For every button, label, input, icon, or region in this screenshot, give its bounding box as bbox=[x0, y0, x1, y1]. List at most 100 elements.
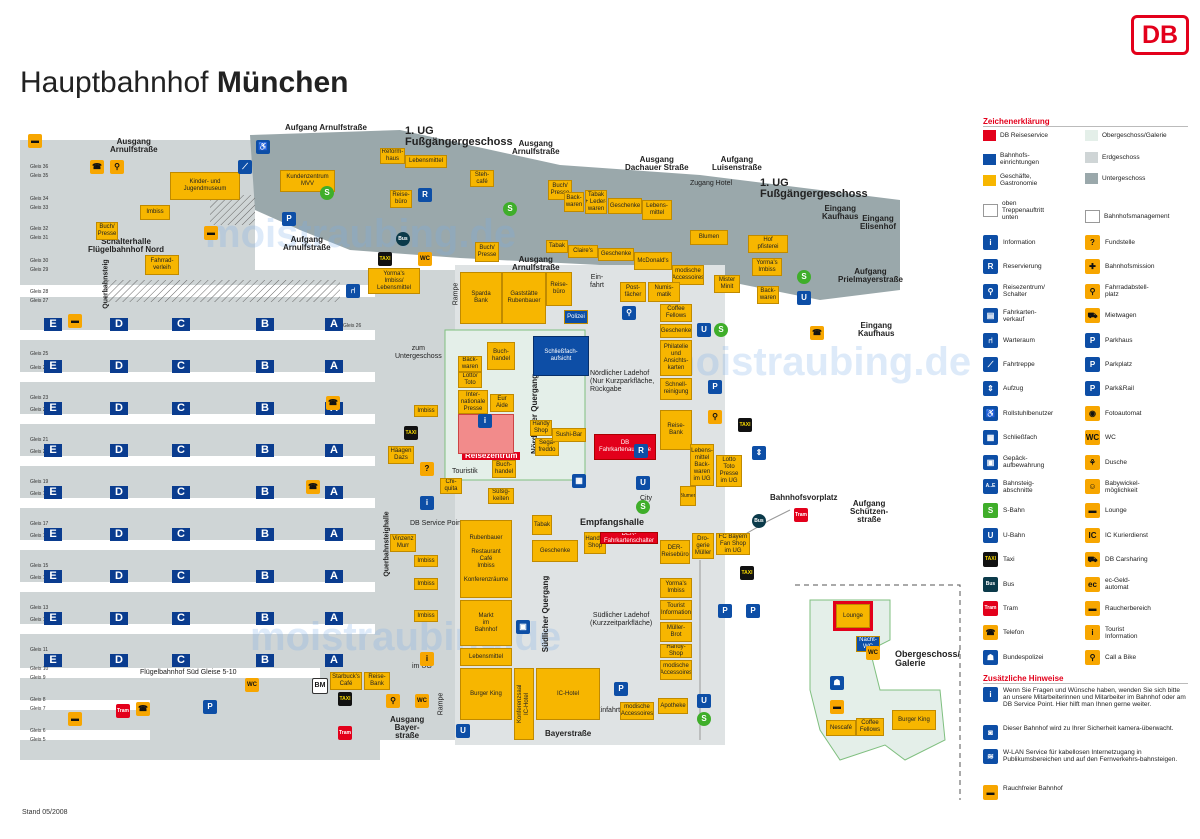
label-schalterhalle: Schalterhalle Flügelbahnhof Nord bbox=[88, 237, 164, 254]
label-south-loading: Südlicher Ladehof (Kurzzeitparkfläche) bbox=[590, 612, 653, 627]
legend-icon-label: DB Carsharing bbox=[1105, 556, 1148, 564]
legend-color-item: Erdgeschoss bbox=[1085, 152, 1185, 163]
platform-section-c: C bbox=[172, 612, 190, 625]
platform-section-d: D bbox=[110, 612, 128, 625]
shop-imbiss-2: Imbiss bbox=[414, 405, 438, 417]
platform-section-c: C bbox=[172, 360, 190, 373]
legend-icon-label: WC bbox=[1105, 434, 1116, 442]
tram-icon: Tram bbox=[338, 726, 352, 740]
shop-geschenke-1: Geschenke bbox=[608, 198, 642, 214]
courier-icon: IC bbox=[1085, 527, 1100, 543]
legend-hint-item: ≋W-LAN Service für kabellosen Internetzu… bbox=[983, 749, 1188, 764]
legend-icon-label: IC Kurierdienst bbox=[1105, 531, 1148, 539]
platform-section-b: B bbox=[256, 612, 274, 625]
shop-haegen-dazs: Häagen Dazs bbox=[388, 446, 414, 464]
legend-icon-item: ▬Lounge bbox=[1085, 503, 1185, 519]
legend-icon-item: ◉Fotoautomat bbox=[1085, 405, 1185, 421]
legend-color-label: Erdgeschoss bbox=[1102, 154, 1140, 161]
shop-reisebuero-2: Reise- büro bbox=[546, 272, 572, 306]
bus-icon: Bus bbox=[396, 232, 410, 246]
shop-book-press-3: Buch/ Presse bbox=[475, 242, 499, 262]
shop-backwaren-2: Back- waren bbox=[757, 286, 779, 304]
legend-icon-item: ⇕Aufzug bbox=[983, 381, 1083, 397]
platform-section-e: E bbox=[44, 570, 62, 583]
track-label: Gleis 8 bbox=[30, 697, 46, 703]
information-icon: i bbox=[983, 687, 998, 702]
legend-icon-item: ☺Babywickel- möglichkeit bbox=[1085, 479, 1185, 494]
legend-color-label: Bahnhofs- einrichtungen bbox=[1000, 152, 1040, 166]
track-label: Gleis 9 bbox=[30, 675, 46, 681]
label-stairs-prielmayer: Aufgang Prielmayerstraße bbox=[838, 267, 903, 284]
smoking-area-icon: ▬ bbox=[1085, 601, 1100, 616]
label-gallery: Obergeschoss/ Galerie bbox=[895, 649, 961, 668]
rental-car-icon: ⛟ bbox=[1085, 308, 1100, 324]
legend-icon-label: Fahrkarten- verkauf bbox=[1003, 308, 1037, 323]
legend-icon-item: IC IC Kurierdienst bbox=[1085, 527, 1185, 543]
station-mission-icon: ✚ bbox=[1085, 259, 1100, 275]
legend-icon-item: ⚲Call a Bike bbox=[1085, 649, 1185, 665]
shop-mueller-brot: Müller- Brot bbox=[660, 622, 692, 642]
legend-icon-item: ⚲Reisezentrum/ Schalter bbox=[983, 283, 1083, 299]
legend-hint-text: Wenn Sie Fragen und Wünsche haben, wende… bbox=[1003, 687, 1186, 708]
shop-imbiss-5: Imbiss bbox=[414, 610, 438, 622]
legend-icon-label: Bundespolizei bbox=[1003, 653, 1044, 661]
legend-icon-item: ▬Raucherbereich bbox=[1085, 601, 1185, 616]
platform-section-d: D bbox=[110, 528, 128, 541]
gallery-outline bbox=[795, 584, 961, 800]
track-label: Gleis 17 bbox=[30, 521, 49, 527]
legend-icon-item: ▦Schließfach bbox=[983, 430, 1083, 446]
platform-section-d: D bbox=[110, 360, 128, 373]
track-label: Gleis 15 bbox=[30, 563, 49, 569]
information-icon: i bbox=[983, 235, 998, 250]
platform-section-e: E bbox=[44, 318, 62, 331]
date-stamp: Stand 05/2008 bbox=[22, 809, 68, 816]
platform-section-a: A bbox=[325, 486, 343, 499]
shop-accessoires-1: modische Accessoires bbox=[672, 265, 704, 285]
label-dept-store-1: Eingang Kaufhaus bbox=[822, 204, 859, 221]
label-to-underground: zum Untergeschoss bbox=[395, 345, 442, 360]
information-icon: i bbox=[478, 414, 492, 428]
lost-found-icon: ? bbox=[1085, 235, 1100, 250]
legend-icon-label: Aufzug bbox=[1003, 385, 1024, 393]
legend-icon-label: Telefon bbox=[1003, 629, 1024, 637]
legend-icon-label: Park&Rail bbox=[1105, 385, 1134, 393]
s-bahn-icon: S bbox=[697, 712, 711, 726]
label-touristik: Touristik bbox=[452, 468, 478, 475]
track-label: Gleis 36 bbox=[30, 164, 49, 170]
information-icon: i bbox=[420, 496, 434, 510]
platform-section-a: A bbox=[325, 360, 343, 373]
legend-icon-label: Babywickel- möglichkeit bbox=[1105, 479, 1140, 494]
track-label: Gleis 28 bbox=[30, 289, 49, 295]
platform-section-b: B bbox=[256, 570, 274, 583]
shop-backwaren-1: Back- waren bbox=[564, 192, 584, 212]
platform-section-e: E bbox=[44, 444, 62, 457]
platform-section-b: B bbox=[256, 654, 274, 667]
luggage-icon: ▣ bbox=[983, 454, 998, 470]
label-ug1-b: 1. UG Fußgängergeschoss bbox=[760, 177, 868, 200]
track-label: Gleis 5 bbox=[30, 737, 46, 743]
tram-icon: Tram bbox=[794, 508, 808, 522]
legend-icon-item: ✚Bahnhofsmission bbox=[1085, 259, 1185, 275]
parking-icon: P bbox=[282, 212, 296, 226]
shop-der-ticket: DER- Fahrkartenschalter bbox=[600, 532, 658, 544]
photo-booth-icon: ◉ bbox=[1085, 405, 1100, 421]
shop-lotto: Lotto/ Toto bbox=[458, 372, 482, 388]
parking-icon: P bbox=[746, 604, 760, 618]
legend-hint-text: Rauchfreier Bahnhof bbox=[1003, 785, 1063, 792]
platform-section-a: A bbox=[325, 444, 343, 457]
legend-color-label: DB Reiseservice bbox=[1000, 132, 1049, 139]
shop-backwaren-3: Back- waren bbox=[458, 356, 482, 372]
legend-color-label: Obergeschoss/Galerie bbox=[1102, 132, 1167, 139]
track-label: Gleis 31 bbox=[30, 235, 49, 241]
locker-icon: ▦ bbox=[983, 430, 998, 446]
track-label: Gleis 30 bbox=[30, 258, 49, 264]
shop-apotheke: Apotheke bbox=[658, 698, 688, 714]
legend-hint-item: ◙Dieser Bahnhof wird zu Ihrer Sicherheit… bbox=[983, 725, 1188, 740]
shop-nescafe: Nescafé bbox=[826, 720, 856, 736]
track-label: Gleis 10 bbox=[30, 666, 49, 672]
